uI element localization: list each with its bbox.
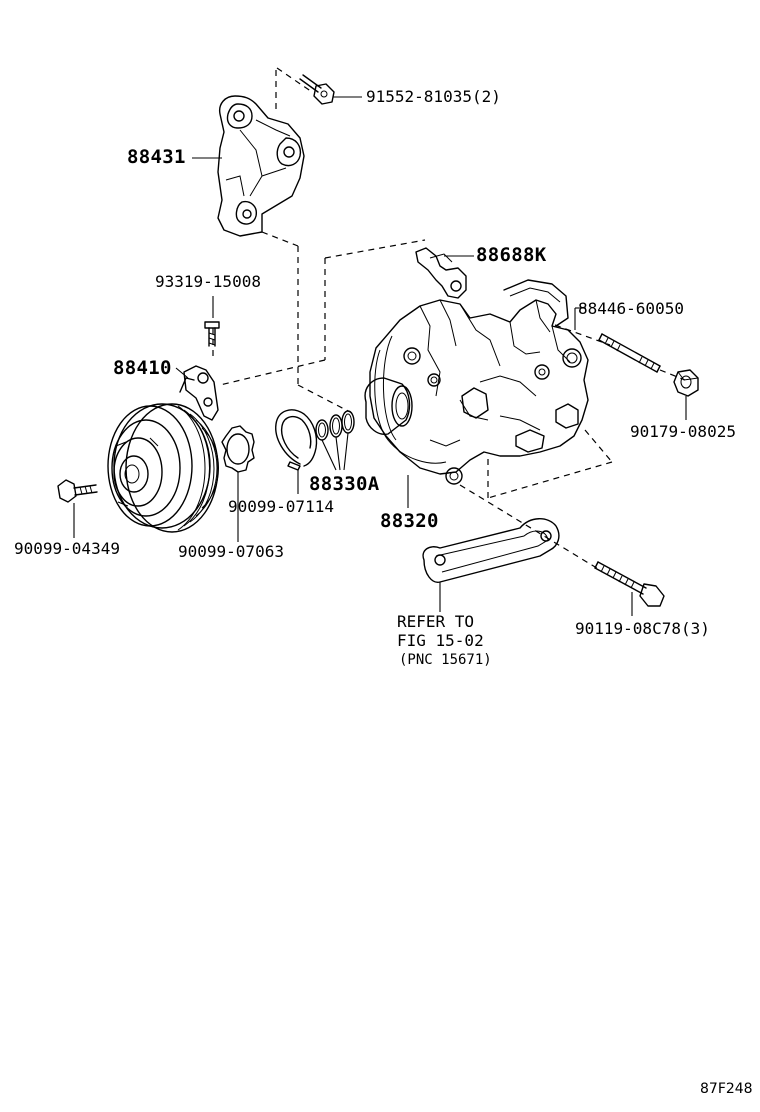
reference-line-2: FIG 15-02 <box>397 631 484 650</box>
label-mount-bolt: 90119-08C78(3) <box>575 619 710 638</box>
figure-code: 87F248 <box>700 1081 753 1097</box>
label-shim: 90099-07063 <box>178 542 284 561</box>
compressor <box>364 279 589 485</box>
label-sensor: 88688K <box>476 244 547 266</box>
label-bracket-bolt: 91552-81035(2) <box>366 87 501 106</box>
reference-bracket <box>422 518 560 583</box>
label-clutch: 88410 <box>113 357 172 379</box>
leader-lines <box>73 96 687 616</box>
o-rings <box>315 410 355 441</box>
label-screw: 93319-15008 <box>155 272 261 291</box>
label-clutch-bolt: 90099-04349 <box>14 539 120 558</box>
bracket <box>217 95 305 237</box>
label-bracket: 88431 <box>127 146 186 168</box>
sensor <box>415 247 467 299</box>
clutch-bolt <box>57 479 98 503</box>
nut <box>673 369 699 397</box>
bracket-bolt <box>299 74 335 105</box>
label-stud: 88446-60050 <box>578 299 684 318</box>
label-snap-ring: 90099-07114 <box>228 497 334 516</box>
label-nut: 90179-08025 <box>630 422 736 441</box>
clutch-pulley <box>107 365 219 533</box>
label-o-rings: 88330A <box>309 473 380 495</box>
reference-line-3: (PNC 15671) <box>399 652 492 668</box>
label-compressor: 88320 <box>380 510 439 532</box>
shim-washer <box>221 425 255 473</box>
stud-bolt <box>598 333 661 373</box>
screw <box>204 321 220 347</box>
snap-ring <box>275 409 318 471</box>
reference-line-1: REFER TO <box>397 612 475 631</box>
mount-bolt <box>594 561 665 607</box>
